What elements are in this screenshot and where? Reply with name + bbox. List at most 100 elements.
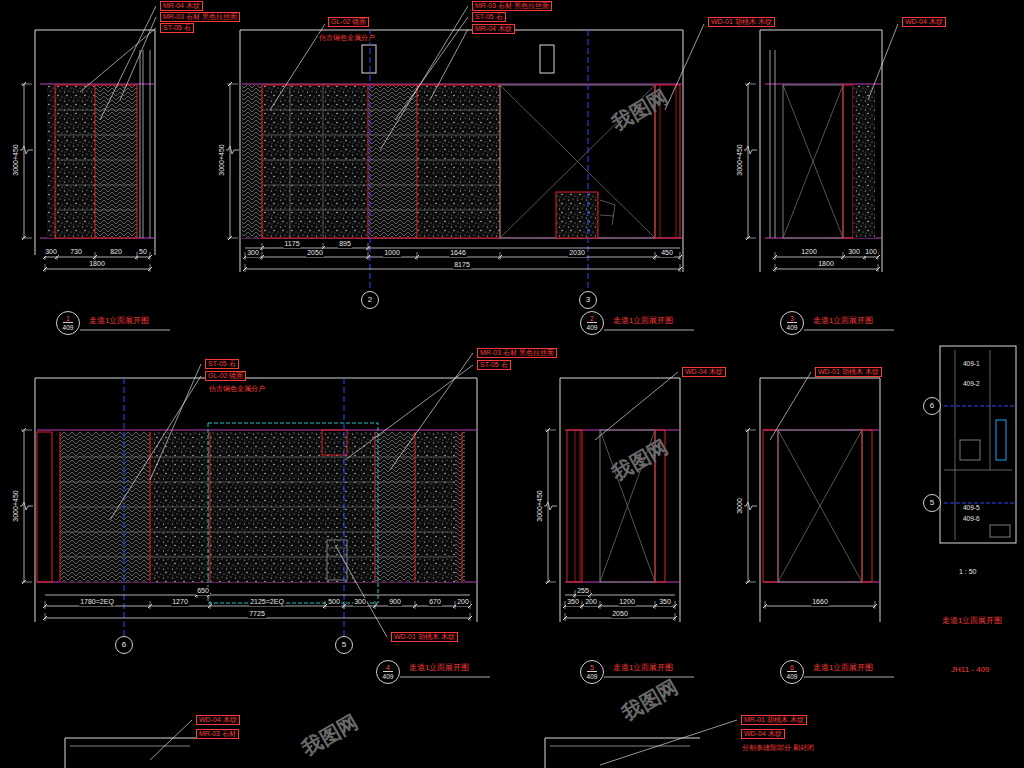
- plan-wall: [944, 470, 1012, 471]
- chair-sketch: [600, 215, 614, 216]
- opening-cross: [783, 85, 843, 238]
- stone-joint: [60, 457, 455, 458]
- title-underline: [604, 330, 694, 331]
- leader-line: [770, 372, 811, 440]
- stone-joint: [60, 532, 455, 533]
- dimension-tick: [22, 580, 26, 584]
- leader-line: [150, 720, 192, 760]
- break-symbol: [742, 502, 757, 510]
- column-line: [775, 50, 776, 238]
- leader-line: [390, 353, 473, 470]
- dimension-text: 2050: [611, 610, 629, 618]
- dimension-tick: [546, 428, 550, 432]
- leader-line: [430, 29, 468, 100]
- dimension-tick: [148, 267, 152, 271]
- dimension-line: [45, 595, 470, 596]
- frame-line: [760, 378, 880, 379]
- dimension-text: 3000+450: [218, 143, 226, 176]
- sheet-number: 409: [787, 671, 798, 680]
- view-bubble: 3409: [780, 311, 804, 335]
- wood-panel: [567, 430, 582, 582]
- frame-line: [560, 378, 680, 379]
- dimension-text: 50: [138, 248, 148, 256]
- panel-joint: [375, 432, 376, 582]
- callout-number: 4: [386, 664, 390, 672]
- dimension-tick: [746, 236, 750, 240]
- dimension-line: [748, 84, 749, 238]
- grid-axis: [588, 30, 589, 291]
- material-tag: ST-05 石: [160, 23, 194, 33]
- view-title: 走道1立面展开图: [408, 663, 470, 672]
- dimension-tick: [653, 604, 657, 608]
- dimension-tick: [22, 428, 26, 432]
- stone-joint: [60, 482, 455, 483]
- leader-line: [150, 364, 201, 480]
- cabinet-panel: [556, 192, 598, 238]
- dimension-tick: [243, 267, 247, 271]
- stone-strip: [853, 85, 875, 238]
- dimension-tick: [498, 255, 502, 259]
- dimension-tick: [763, 604, 767, 608]
- break-symbol: [224, 146, 239, 154]
- sheet-number: 409: [587, 322, 598, 331]
- dimension-text: 300: [353, 598, 367, 606]
- wood-panel: [763, 430, 778, 582]
- dimension-line: [230, 84, 231, 238]
- material-note: 分割条缝隙部分 刷封闭: [741, 744, 815, 752]
- dimension-text: 450: [660, 249, 674, 257]
- leader-line: [665, 24, 704, 110]
- frame-line: [70, 746, 190, 747]
- view-title: 走道1立面展开图: [612, 663, 674, 672]
- material-tag: ST-05 石: [477, 360, 511, 370]
- dimension-line: [24, 430, 25, 582]
- dimension-text: 900: [388, 598, 402, 606]
- dimension-text: 200: [584, 598, 598, 606]
- dimension-text: 1780=2EQ: [79, 598, 115, 606]
- wood-panel: [862, 430, 872, 582]
- key-plan-label: 409-2: [963, 380, 980, 387]
- title-underline: [80, 330, 170, 331]
- dimension-text: 1175: [283, 240, 300, 248]
- leader-line: [110, 376, 201, 520]
- frame-line: [880, 378, 881, 622]
- title-underline: [604, 677, 694, 678]
- dimension-text: 1200: [800, 248, 818, 256]
- panel-joint: [150, 432, 151, 582]
- stone-joint: [57, 135, 137, 136]
- watermark: 我图网: [618, 675, 681, 725]
- watermark: 我图网: [608, 435, 671, 485]
- wood-panel: [37, 432, 52, 582]
- dimension-line: [45, 257, 150, 258]
- callout-number: 2: [368, 296, 372, 305]
- dimension-tick: [746, 428, 750, 432]
- break-symbol: [542, 502, 557, 510]
- frame-line: [760, 30, 882, 31]
- stone-joint: [60, 557, 455, 558]
- break-symbol: [18, 502, 33, 510]
- extension-line: [21, 238, 32, 239]
- dimension-tick: [873, 604, 877, 608]
- door-line: [327, 556, 347, 557]
- dimension-text: 3000+450: [736, 143, 744, 176]
- view-bubble: 1409: [56, 311, 80, 335]
- frame-line: [155, 30, 156, 255]
- plan-room: [960, 440, 980, 460]
- access-panel: [322, 430, 347, 455]
- dimension-tick: [228, 236, 232, 240]
- dimension-text: 8175: [453, 261, 471, 269]
- grid-axis: [344, 378, 345, 636]
- panel-outline: [262, 85, 500, 238]
- frame-line: [477, 378, 478, 622]
- stone-joint: [262, 135, 500, 136]
- herringbone-panel: [368, 85, 417, 238]
- leader-line: [335, 545, 387, 637]
- dimension-tick: [413, 604, 417, 608]
- leader-line: [395, 17, 468, 120]
- dimension-text: 350: [566, 598, 580, 606]
- dimension-text: 1800: [817, 260, 835, 268]
- leader-line: [380, 6, 468, 150]
- view-bubble: 5409: [580, 660, 604, 684]
- column-line: [770, 50, 771, 238]
- material-tag: WD-04 木纹: [682, 367, 726, 377]
